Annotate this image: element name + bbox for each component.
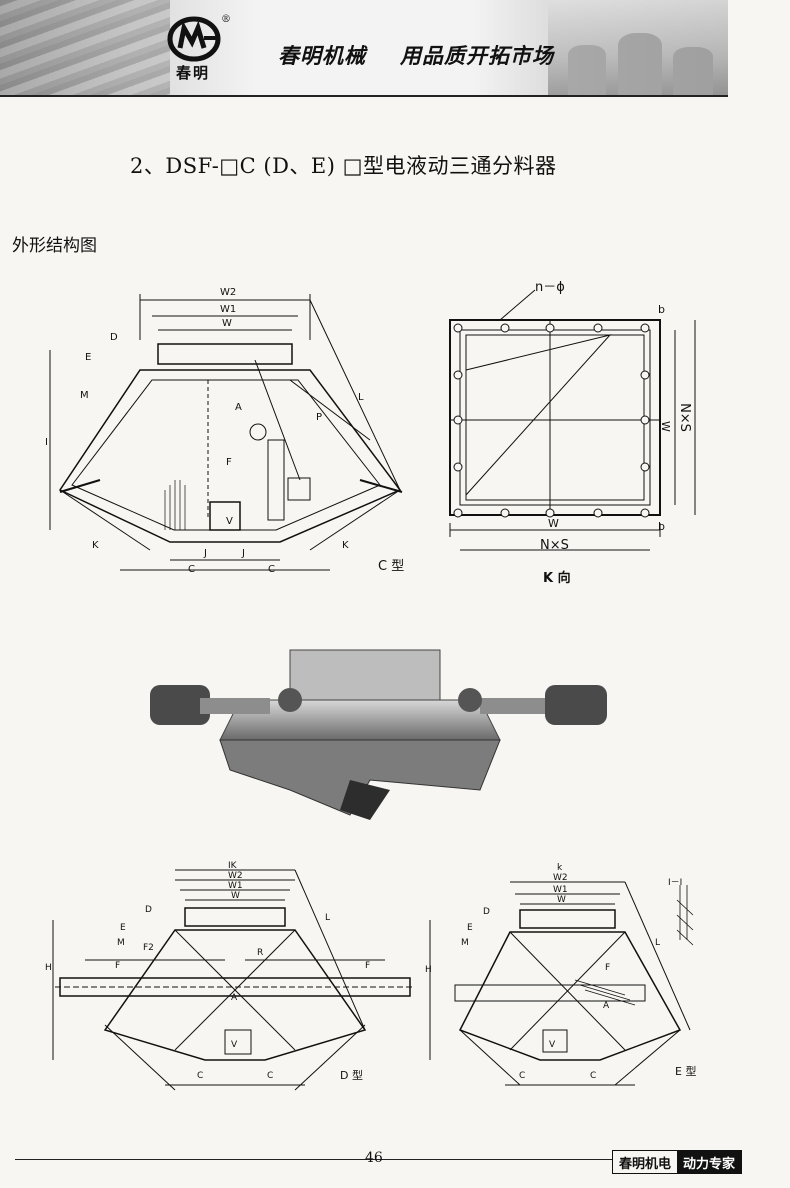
footer-brand: 春明机电 动力专家 [612, 1150, 743, 1174]
footer-brand-left: 春明机电 [613, 1151, 678, 1173]
svg-text:V: V [226, 516, 233, 527]
svg-text:W: W [231, 891, 240, 901]
svg-text:F: F [365, 961, 370, 971]
svg-text:L: L [358, 392, 364, 403]
svg-text:L: L [655, 938, 660, 948]
svg-text:W1: W1 [553, 885, 568, 895]
section-subtitle: 外形结构图 [12, 236, 97, 256]
page-title: 2、DSF-□C (D、E) □型电液动三通分料器 [130, 154, 557, 178]
svg-text:F: F [226, 457, 232, 468]
header-cooling-towers-photo [548, 0, 728, 95]
svg-text:M: M [461, 938, 469, 948]
svg-text:J: J [241, 548, 245, 559]
svg-text:M: M [80, 390, 89, 401]
svg-text:F: F [605, 963, 610, 973]
svg-text:F: F [115, 961, 120, 971]
svg-text:A: A [235, 402, 242, 413]
e-type-label: E 型 [675, 1065, 697, 1078]
svg-text:V: V [549, 1040, 556, 1050]
svg-text:A: A [603, 1001, 610, 1011]
logo-text: 春明 [176, 64, 211, 82]
svg-text:C: C [267, 1071, 273, 1081]
svg-text:V: V [231, 1040, 238, 1050]
d-type-label: D 型 [340, 1069, 363, 1082]
footer-divider [15, 1159, 615, 1160]
svg-text:W1: W1 [220, 304, 236, 315]
svg-text:E: E [120, 923, 126, 933]
svg-text:D: D [110, 332, 118, 343]
k-view-nxs-label: N×S [540, 538, 569, 553]
header-left-photo [0, 0, 170, 95]
svg-text:C: C [197, 1071, 203, 1081]
n-phi-label: n－ϕ [535, 280, 565, 295]
registered-mark: ® [221, 14, 231, 25]
svg-text:C: C [519, 1071, 525, 1081]
svg-text:W2: W2 [220, 287, 236, 298]
svg-text:W: W [222, 318, 232, 329]
svg-text:C: C [188, 564, 195, 575]
svg-text:A: A [231, 993, 238, 1003]
header-slogan-quality: 用品质开拓市场 [400, 44, 554, 68]
svg-text:D: D [483, 907, 490, 917]
svg-text:C: C [590, 1071, 596, 1081]
page-header [0, 0, 728, 97]
svg-text:K: K [342, 540, 349, 551]
svg-text:M: M [117, 938, 125, 948]
svg-text:b: b [658, 520, 665, 533]
svg-text:W2: W2 [553, 873, 568, 883]
svg-text:F2: F2 [143, 943, 154, 953]
footer-brand-right: 动力专家 [677, 1151, 742, 1173]
svg-text:IK: IK [228, 861, 238, 871]
svg-text:H: H [45, 963, 52, 973]
header-slogan-company: 春明机械 [278, 44, 366, 68]
svg-text:C: C [268, 564, 275, 575]
page-number: 46 [365, 1150, 383, 1166]
product-photo [150, 649, 607, 820]
svg-text:J: J [203, 548, 207, 559]
svg-text:D: D [145, 905, 152, 915]
svg-text:W1: W1 [228, 881, 243, 891]
svg-text:W2: W2 [228, 871, 243, 881]
svg-text:E: E [467, 923, 473, 933]
company-logo-icon [167, 16, 221, 62]
k-view-label: K 向 [543, 571, 571, 586]
svg-text:W: W [557, 895, 566, 905]
svg-text:k: k [557, 863, 563, 873]
svg-text:I: I [45, 437, 48, 448]
svg-text:W: W [659, 421, 672, 432]
svg-text:R: R [257, 948, 263, 958]
svg-text:H: H [425, 965, 432, 975]
svg-text:I－I: I－I [668, 878, 682, 888]
svg-text:L: L [325, 913, 330, 923]
k-view-nxs-vertical-label: N×S [676, 403, 692, 432]
svg-text:K: K [92, 540, 99, 551]
svg-text:P: P [316, 412, 322, 423]
k-view-drawing: W b b W [449, 289, 696, 551]
svg-text:E: E [85, 352, 91, 363]
svg-text:b: b [658, 303, 665, 316]
svg-text:W: W [548, 517, 559, 530]
c-type-label: C 型 [378, 559, 405, 574]
